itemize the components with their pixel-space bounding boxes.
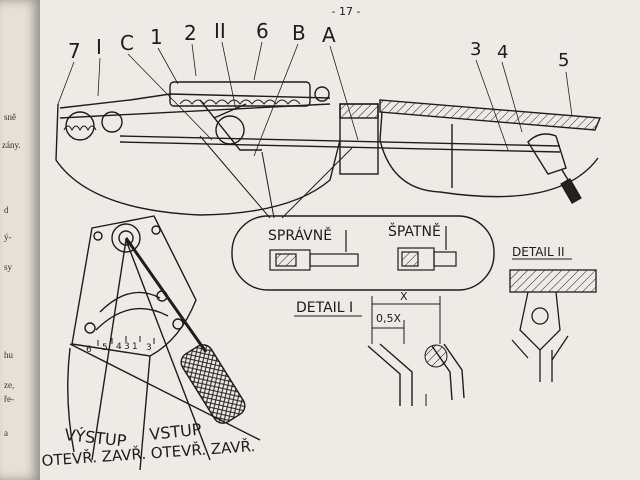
detail-i-drawing: X 0,5X [367, 290, 465, 406]
callout-label: II [214, 19, 226, 43]
left-page-fragment: hu [4, 350, 13, 360]
scale-number: 5 [102, 343, 108, 353]
callout-label: I [96, 35, 102, 59]
left-page-fragment: zány. [2, 140, 21, 150]
quadrant-lever-assembly [67, 215, 261, 471]
left-page-edge: sně zány. d ý- sy hu ze, ře- a [0, 0, 40, 480]
callout-label: B [292, 21, 306, 45]
callout-label: 7 [68, 39, 81, 63]
leader-lines [57, 41, 573, 157]
callout-label: 1 [150, 25, 163, 49]
quadrant-scale [97, 336, 155, 346]
left-page-fragment: ře- [4, 394, 14, 404]
callout-label: 6 [256, 19, 269, 43]
scale-number: 1 [132, 342, 138, 352]
left-page-fragment: ý- [4, 232, 12, 242]
scale-number: 4 [116, 342, 122, 352]
left-page-fragment: sně [4, 112, 16, 122]
scale-number: 3 [146, 343, 152, 353]
dimension-x: X [400, 290, 408, 303]
callout-label: A [322, 23, 336, 47]
callout-label: C [120, 31, 134, 55]
correct-label: SPRÁVNĚ [268, 227, 332, 244]
left-page-fragment: a [4, 428, 8, 438]
connection-detail-box: SPRÁVNĚ ŠPATNĚ [231, 215, 495, 291]
wrong-label: ŠPATNĚ [388, 222, 441, 240]
detail-pointer-lines [199, 135, 353, 219]
page-number: - 17 - [332, 5, 361, 18]
callout-label: 5 [558, 50, 569, 71]
gear-teeth [63, 99, 301, 132]
detail-ii-label: DETAIL II [512, 245, 565, 259]
left-page-fragment: ze, [4, 380, 15, 390]
dimension-half-x: 0,5X [376, 312, 401, 325]
callout-label: 2 [184, 21, 197, 45]
detail-i-label: DETAIL I [296, 300, 353, 316]
main-assembly [55, 81, 602, 216]
left-page-fragment: sy [4, 262, 13, 272]
left-page-fragment: d [4, 205, 9, 215]
callout-label: 4 [497, 42, 508, 63]
scale-number: 3 [124, 342, 130, 352]
scale-number: 6 [86, 345, 92, 355]
callout-label: 3 [470, 39, 481, 60]
detail-ii-drawing [509, 269, 597, 382]
